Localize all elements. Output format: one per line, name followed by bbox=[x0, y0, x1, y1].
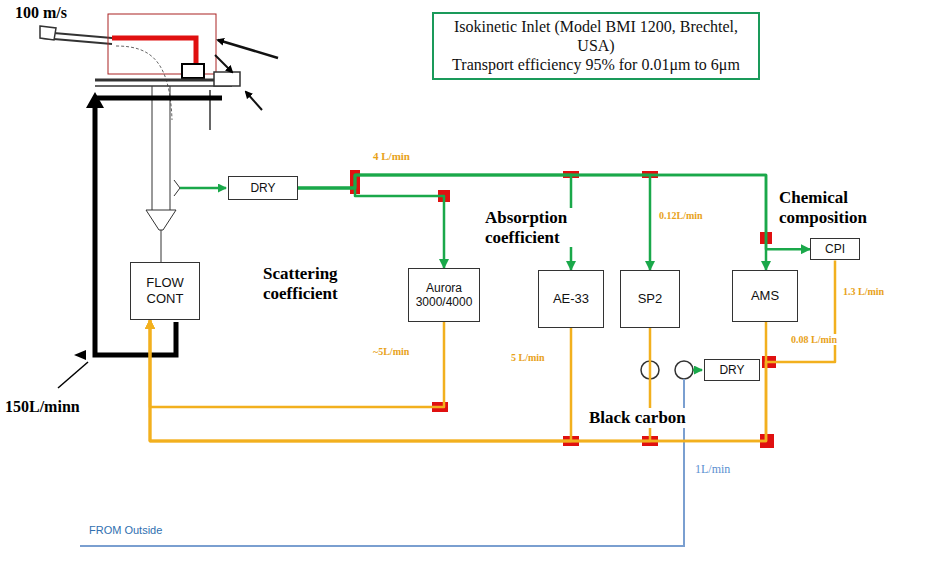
sample-flow-line bbox=[298, 175, 766, 270]
exhaust-flow-line bbox=[150, 320, 766, 441]
sp2-box: SP2 bbox=[620, 270, 680, 328]
flow-rate-label: 1.3 L/min bbox=[842, 286, 885, 297]
box-label: Transport efficiency 95% for 0.01μm to 6… bbox=[452, 55, 740, 74]
aethalometer-box: AE-33 bbox=[538, 270, 604, 328]
flow-rate-label: 150L/minn bbox=[4, 398, 81, 416]
sample-flow-line bbox=[298, 175, 810, 249]
box-label: Isokinetic Inlet (Model BMI 1200, Brecht… bbox=[439, 17, 753, 55]
box-label: SP2 bbox=[638, 291, 663, 307]
nephelometer-box: Aurora 3000/4000 bbox=[408, 268, 480, 322]
section-heading: Black carbon bbox=[588, 408, 687, 428]
cpi-box: CPI bbox=[810, 238, 860, 260]
box-label: FLOW CONT bbox=[136, 275, 194, 306]
flow-controller-box: FLOW CONT bbox=[130, 262, 200, 320]
note-box: Isokinetic Inlet (Model BMI 1200, Brecht… bbox=[432, 12, 760, 80]
speed-label: 100 m/s bbox=[14, 4, 68, 22]
flow-rate-label: 0.08 L/min bbox=[790, 334, 838, 345]
exhaust-flow-line bbox=[150, 260, 835, 441]
flow-rate-label: 0.12L/min bbox=[658, 210, 704, 221]
exhaust-flow-line bbox=[150, 320, 650, 441]
inlet-illustration bbox=[40, 14, 278, 262]
flow-rate-label: 5 L/min bbox=[510, 352, 546, 363]
section-heading: Scattering coefficient bbox=[262, 264, 404, 303]
flow-rate-label: ~5L/min bbox=[372, 346, 410, 357]
dryer-box: DRY bbox=[704, 359, 760, 381]
flow-rate-label: 4 L/min bbox=[372, 150, 411, 162]
dryer-box: DRY bbox=[228, 176, 298, 200]
sample-flow-line bbox=[298, 188, 444, 268]
section-heading: Absorption coefficient bbox=[484, 208, 606, 247]
box-label: CPI bbox=[825, 242, 845, 256]
box-label: DRY bbox=[719, 363, 744, 377]
box-label: DRY bbox=[250, 181, 275, 195]
pump-flow-line bbox=[58, 92, 222, 388]
outside-air-line bbox=[80, 379, 684, 546]
exhaust-flow-line bbox=[150, 320, 571, 441]
box-label: AE-33 bbox=[553, 291, 589, 307]
source-label: FROM Outside bbox=[88, 524, 163, 536]
box-label: AMS bbox=[751, 288, 779, 304]
box-label: Aurora 3000/4000 bbox=[414, 281, 474, 310]
section-heading: Chemical composition bbox=[778, 188, 920, 227]
flow-rate-label: 1L/min bbox=[694, 462, 731, 477]
ams-box: AMS bbox=[732, 270, 798, 322]
exhaust-flow-line bbox=[150, 320, 444, 407]
